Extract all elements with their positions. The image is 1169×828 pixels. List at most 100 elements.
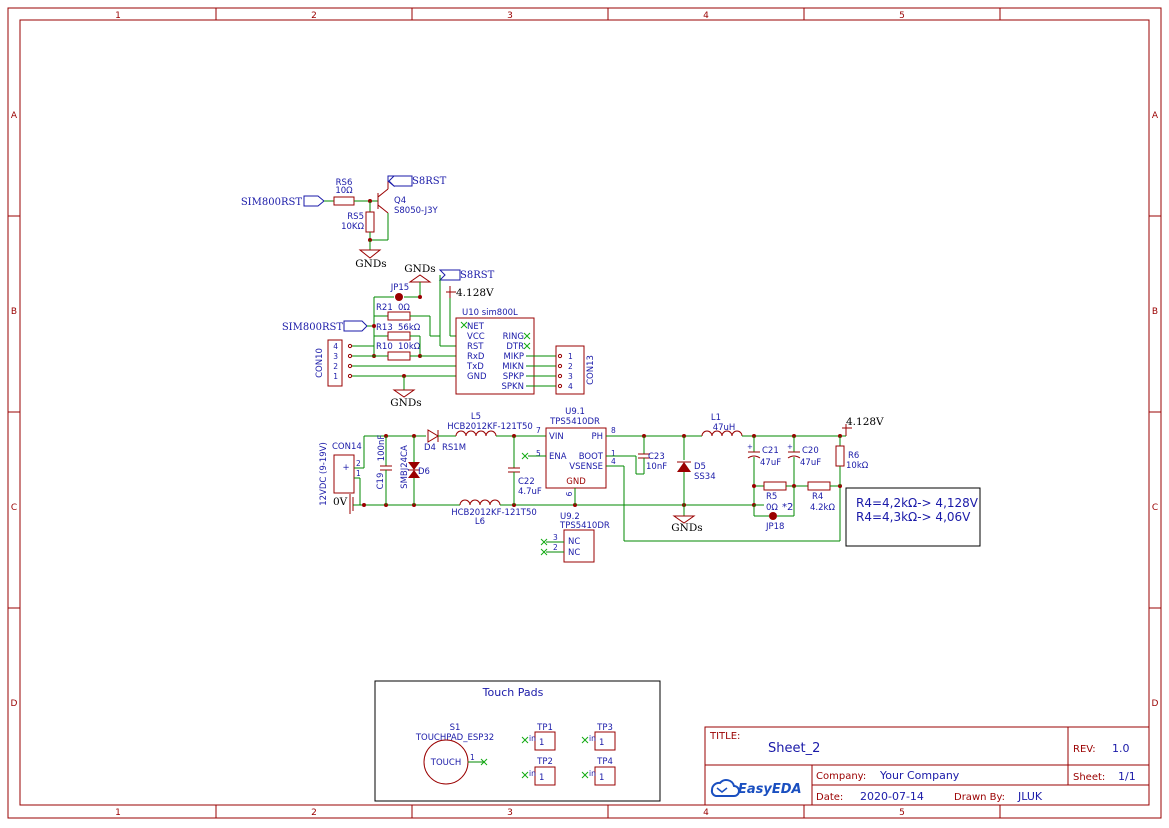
con10-ref: CON10	[315, 348, 325, 378]
con10-pin: 1	[333, 372, 338, 381]
q4-value: S8050-J3Y	[394, 206, 438, 216]
touch-pads-section: Touch Pads S1 TOUCHPAD_ESP32 TOUCH 1 TP1…	[374, 680, 661, 802]
rs6-value: 10Ω	[335, 186, 353, 196]
row-label-left: C	[11, 503, 17, 513]
regulator-u91[interactable]	[545, 427, 607, 489]
c19-ref: C19	[376, 473, 386, 490]
resistor-rs6[interactable]	[333, 196, 355, 206]
regulator-u92[interactable]	[563, 529, 595, 563]
resistor-r21[interactable]	[387, 311, 411, 321]
ground-label: GNDs	[355, 258, 386, 270]
tp-number: 1	[539, 773, 544, 783]
net-flag-s8rst[interactable]	[388, 175, 413, 187]
u92-value: TPS5410DR	[559, 521, 610, 531]
rs6-ref: RS6	[336, 178, 353, 188]
u91-pin-number: 7	[536, 426, 541, 435]
resistor-r5[interactable]	[763, 481, 787, 491]
c23-value: 10nF	[646, 462, 667, 472]
c20-ref: C20	[802, 446, 819, 456]
d6-ref: D6	[418, 467, 430, 477]
sim800l-module-u10[interactable]	[455, 317, 535, 395]
testpoint-tp3[interactable]	[594, 731, 616, 751]
column-label-top: 4	[703, 11, 709, 21]
u91-pin-vsense: VSENSE	[569, 462, 603, 472]
connector-con14[interactable]	[333, 454, 355, 494]
jumper-jp18[interactable]	[769, 512, 777, 520]
row-label-right: B	[1152, 307, 1158, 317]
resistor-r4[interactable]	[807, 481, 831, 491]
net-flag-sim800rst[interactable]	[343, 320, 368, 332]
drawn-by-value: JLUK	[1017, 790, 1043, 803]
jumper-jp15[interactable]	[395, 293, 403, 301]
u92-ref: U9.2	[560, 512, 580, 522]
con13-pin: 3	[568, 372, 573, 381]
testpoint-tp4[interactable]	[594, 766, 616, 786]
column-label-bottom: 3	[507, 808, 513, 818]
d5-ref: D5	[694, 462, 706, 472]
con13-pin: 2	[568, 362, 573, 371]
sheet-title: Sheet_2	[768, 741, 820, 756]
tp-pin: in	[589, 769, 596, 778]
sheet-value: 1/1	[1118, 770, 1136, 783]
u91-pin-boot: BOOT	[579, 452, 604, 462]
resistor-r10[interactable]	[387, 351, 411, 361]
company-value: Your Company	[879, 769, 960, 782]
title-label: TITLE:	[709, 731, 740, 742]
connector-con13[interactable]	[555, 345, 585, 395]
testpoint-tp1[interactable]	[534, 731, 556, 751]
u91-value: TPS5410DR	[549, 417, 600, 427]
resistor-rs5[interactable]	[365, 211, 375, 233]
tp-pin: in	[529, 769, 536, 778]
con14-pin: 2	[356, 459, 361, 468]
u92-pin-nc: NC	[568, 548, 580, 558]
touch-pads-title: Touch Pads	[482, 686, 544, 699]
rs5-ref: RS5	[347, 212, 364, 222]
ground-icon	[392, 389, 416, 398]
con14-ref: CON14	[332, 442, 362, 452]
ferrite-bead-l5[interactable]	[455, 430, 497, 437]
testpoint-tp2[interactable]	[534, 766, 556, 786]
r4-ref: R4	[812, 492, 823, 502]
resistor-r13[interactable]	[387, 331, 411, 341]
schottky-diode-d5[interactable]	[677, 462, 691, 472]
ferrite-bead-l6[interactable]	[459, 499, 501, 506]
tvs-diode-d6[interactable]	[408, 462, 420, 470]
con14-voltage-label: 12VDC (9-19V)	[319, 442, 329, 506]
logo-text: EasyEDA	[738, 782, 802, 797]
net-flag-sim800rst[interactable]	[303, 195, 325, 207]
con10-pin: 3	[333, 352, 338, 361]
net-label-sim800rst: SIM800RST	[282, 322, 344, 333]
inductor-l1[interactable]	[701, 430, 743, 437]
diode-d4[interactable]	[427, 429, 439, 443]
con13-pin: 4	[568, 382, 573, 391]
rs5-value: 10KΩ	[341, 222, 364, 232]
q4-ref: Q4	[394, 196, 406, 206]
ground-icon	[672, 515, 696, 524]
d6-value: SMBJ24CA	[400, 445, 410, 489]
con13-pin: 1	[568, 352, 573, 361]
u91-pin-number: 1	[611, 449, 616, 458]
svg-text:+: +	[747, 443, 753, 451]
sim800-section: GNDs JP15 S8RST 4.128V R21 0Ω R13 56kΩ	[282, 263, 596, 409]
row-label-right: C	[1152, 503, 1158, 513]
date-label: Date:	[816, 792, 843, 803]
sheet-frame	[7, 7, 1162, 819]
net-label-sim800rst: SIM800RST	[241, 197, 303, 208]
ground-label: GNDs	[404, 263, 435, 275]
connector-con10[interactable]	[327, 339, 343, 387]
power-label-4v128: 4.128V	[456, 287, 494, 299]
c22-ref: C22	[518, 477, 535, 487]
power-supply-section: CON14 + 12VDC (9-19V) 2 1 0V 100nF C19 S…	[319, 407, 981, 563]
net-flag-s8rst[interactable]	[438, 269, 461, 281]
u91-pin-gnd: GND	[566, 477, 586, 487]
r13-value: 56kΩ	[398, 323, 421, 333]
drawn-by-label: Drawn By:	[954, 792, 1005, 803]
l5-ref: L5	[471, 412, 481, 422]
u91-pin-number: 8	[611, 426, 616, 435]
date-value: 2020-07-14	[860, 790, 924, 803]
r10-value: 10kΩ	[398, 342, 421, 352]
con14-plus-sign: +	[342, 463, 349, 473]
u10-pin-dtr: DTR	[506, 342, 524, 352]
resistor-r6[interactable]	[835, 445, 845, 467]
